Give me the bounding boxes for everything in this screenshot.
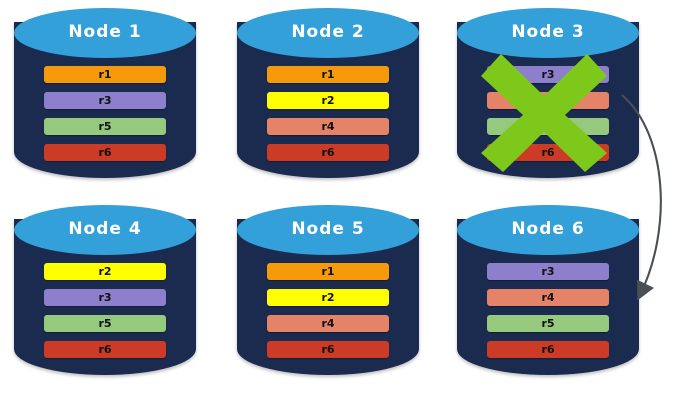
replica-bar[interactable]: r2 <box>267 92 389 109</box>
replica-bar[interactable]: r6 <box>44 341 166 358</box>
replica-bar[interactable]: r3 <box>487 263 609 280</box>
replica-bar[interactable]: r1 <box>267 263 389 280</box>
replica-bar[interactable]: r6 <box>44 144 166 161</box>
replica-bar[interactable]: r2 <box>267 289 389 306</box>
cylinder-top-ellipse <box>457 205 639 255</box>
node-cylinder-3[interactable]: Node 3r3r4r5r6 <box>453 8 643 190</box>
replica-bar[interactable]: r6 <box>267 144 389 161</box>
replica-bar[interactable]: r5 <box>44 118 166 135</box>
cylinder-top-ellipse <box>14 8 196 58</box>
replica-list: r1 r3 r5 r6 <box>44 66 166 161</box>
replica-list: r1 r2 r4 r6 <box>267 263 389 358</box>
replica-bar[interactable]: r1 <box>267 66 389 83</box>
replica-list: r2 r3 r5 r6 <box>44 263 166 358</box>
replica-bar[interactable]: r4 <box>267 315 389 332</box>
replica-bar[interactable]: r3 <box>44 92 166 109</box>
cylinder-top-ellipse <box>14 205 196 255</box>
cross-x-icon <box>481 54 607 172</box>
node-failed-marker <box>481 54 607 172</box>
replica-bar[interactable]: r4 <box>487 289 609 306</box>
replica-bar[interactable]: r6 <box>487 341 609 358</box>
replica-bar[interactable]: r1 <box>44 66 166 83</box>
replica-bar[interactable]: r3 <box>44 289 166 306</box>
replica-bar[interactable]: r5 <box>487 315 609 332</box>
cylinder-top-ellipse <box>457 8 639 58</box>
cylinder-top-ellipse <box>237 205 419 255</box>
replica-bar[interactable]: r4 <box>267 118 389 135</box>
replica-list: r1 r2 r4 r6 <box>267 66 389 161</box>
cylinder-top-ellipse <box>237 8 419 58</box>
replica-bar[interactable]: r2 <box>44 263 166 280</box>
replica-bar[interactable]: r6 <box>267 341 389 358</box>
replica-list: r3 r4 r5 r6 <box>487 263 609 358</box>
replica-bar[interactable]: r5 <box>44 315 166 332</box>
